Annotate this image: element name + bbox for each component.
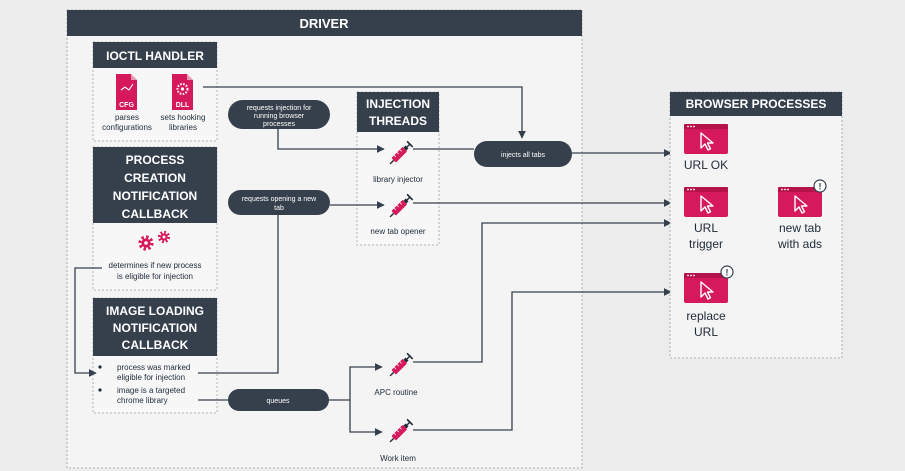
browser-processes-header (670, 92, 842, 116)
driver-title: DRIVER (299, 16, 349, 31)
process-callback-caption-2: is eligible for injection (117, 272, 193, 281)
image-callback-bullet-2-line-1: image is a targeted (117, 386, 185, 395)
cfg-badge: CFG (119, 102, 134, 109)
queues-label: queues (267, 398, 290, 405)
image-callback-bullet-1-line-2: eligible for injection (117, 373, 185, 382)
url-ok-label: URL OK (684, 158, 728, 172)
url-trigger-label-1: URL (694, 221, 718, 235)
requests-tab-line-1: requests opening a new (242, 196, 317, 203)
injection-threads-title-2: THREADS (369, 114, 427, 128)
requests-injection-line-3: processes (263, 121, 295, 128)
requests-injection-arrow (277, 122, 385, 153)
cfg-caption-1: parses (115, 113, 139, 122)
requests-tab-pill (228, 190, 330, 215)
apc-routine-label: APC routine (374, 388, 418, 397)
process-callback-title-4: CALLBACK (122, 207, 189, 221)
url-trigger-browser-icon (683, 186, 729, 218)
replace-url-browser-icon (683, 272, 729, 304)
svg-text:!: ! (819, 182, 822, 192)
svg-text:!: ! (726, 268, 729, 278)
injects-all-tabs-label: injects all tabs (501, 152, 545, 159)
work-item-label: Work item (380, 454, 416, 463)
injection-threads-header (357, 92, 439, 132)
image-callback-title-2: NOTIFICATION (113, 321, 197, 335)
requests-tab-line-2: tab (274, 205, 284, 212)
ioctl-title: IOCTL HANDLER (106, 49, 204, 63)
library-injector-label: library injector (373, 175, 423, 184)
image-callback-bullet-2-line-2: chrome library (117, 396, 168, 405)
work-item-to-replace-arrow (413, 288, 672, 431)
process-callback-header (93, 147, 217, 223)
replace-url-label-2: URL (694, 325, 718, 339)
process-callback-title-2: CREATION (124, 171, 186, 185)
new-tab-browser-icon (777, 186, 823, 218)
new-tab-label-2: with ads (777, 237, 822, 251)
bullet-dot (98, 388, 102, 392)
cfg-caption-2: configurations (102, 123, 152, 132)
requests-injection-line-2: running browser (254, 113, 305, 120)
apc-to-trigger-arrow (413, 219, 672, 363)
url-ok-browser-icon (683, 123, 729, 155)
url-trigger-label-2: trigger (689, 237, 723, 251)
driver-header (67, 10, 582, 36)
requests-injection-pill (228, 100, 330, 129)
image-callback-title-3: CALLBACK (122, 338, 189, 352)
dll-to-injects-arrow (203, 86, 526, 139)
image-to-requests-tab-line (198, 215, 279, 374)
cfg-file-icon: CFG (116, 74, 137, 110)
process-callback-caption-1: determines if new process (109, 261, 202, 270)
process-callback-title-1: PROCESS (126, 153, 185, 167)
image-callback-title-1: IMAGE LOADING (106, 304, 204, 318)
process-to-image-arrow (74, 267, 102, 377)
process-callback-title-3: NOTIFICATION (113, 189, 197, 203)
dll-file-icon: DLL (172, 74, 193, 110)
replace-url-label-1: replace (686, 309, 726, 323)
alert-icon: ! (813, 179, 827, 193)
new-tab-opener-label: new tab opener (370, 227, 425, 236)
connector-lines (74, 86, 777, 436)
bullet-dot (98, 365, 102, 369)
injection-threads-title-1: INJECTION (366, 97, 430, 111)
alert-icon: ! (720, 265, 734, 279)
queues-to-work-item-arrow (349, 400, 383, 436)
injects-all-tabs-pill (474, 141, 572, 167)
dll-caption-1: sets hooking (161, 113, 206, 122)
browser-processes-title: BROWSER PROCESSES (686, 97, 827, 111)
dll-caption-2: libraries (169, 123, 197, 132)
image-callback-header (93, 298, 217, 356)
dll-badge: DLL (176, 102, 190, 109)
requests-injection-line-1: requests injection for (247, 105, 312, 112)
ioctl-header (93, 42, 217, 68)
new-tab-label-1: new tab (779, 221, 821, 235)
queues-pill (228, 389, 329, 411)
image-callback-bullet-1-line-1: process was marked (117, 363, 190, 372)
queues-to-apc-arrow (329, 363, 383, 401)
